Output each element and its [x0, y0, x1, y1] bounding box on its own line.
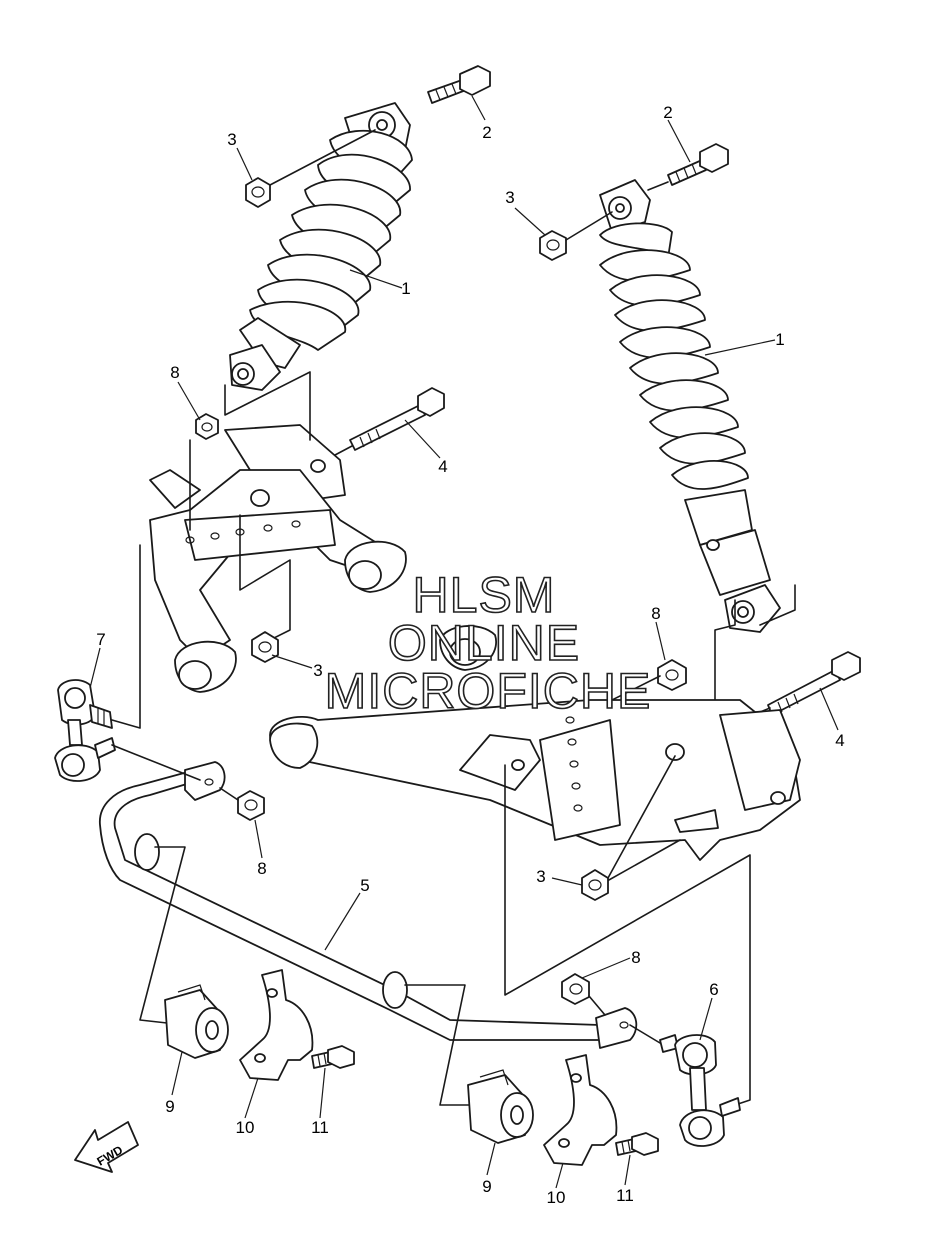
callout-4-bolt-long-left: 4 — [438, 457, 447, 476]
callout-10-bracket-left: 10 — [236, 1118, 255, 1137]
callout-8-nut-left-upper: 8 — [170, 363, 179, 382]
callout-8-nut-right-upper: 8 — [651, 604, 660, 623]
bushing-right — [467, 1069, 534, 1144]
watermark-line-3: MICROFICHE — [325, 663, 652, 719]
callout-4-bolt-long-right: 4 — [835, 731, 844, 750]
fwd-arrow-icon: FWD — [74, 1121, 139, 1173]
nut-upper-right — [539, 230, 567, 261]
bracket-right — [543, 1054, 618, 1166]
callout-2-bolt-upper-left: 2 — [482, 123, 491, 142]
leader-lines — [89, 95, 839, 1189]
callout-11-bolt-right: 11 — [616, 1186, 634, 1205]
nut-8-left-upper — [195, 413, 219, 440]
callout-8-nut-right-lower: 8 — [631, 948, 640, 967]
callout-3-nut-upper-right: 3 — [505, 188, 514, 207]
callout-2-bolt-upper-right: 2 — [663, 103, 672, 122]
callout-3-nut-mid-left: 3 — [313, 661, 322, 680]
nut-8-right-upper — [657, 659, 687, 691]
callout-11-bolt-left: 11 — [311, 1118, 329, 1137]
nut-8-left-lower — [237, 790, 265, 821]
watermark-line-2: ONLINE — [388, 615, 580, 671]
callout-5-stabilizer: 5 — [360, 876, 369, 895]
bracket-left — [239, 969, 314, 1081]
bolt-11-left — [311, 1045, 355, 1069]
bolt-upper-right — [667, 143, 729, 186]
stabilizer-bar — [99, 761, 638, 1049]
swing-arm-right — [269, 625, 801, 861]
nut-8-right-lower — [561, 973, 590, 1005]
callout-9-bushing-right: 9 — [482, 1177, 491, 1196]
nut-mid-right — [581, 869, 609, 901]
nut-upper-left — [245, 177, 271, 208]
callout-8-nut-left-lower: 8 — [257, 859, 266, 878]
callout-3-nut-mid-right: 3 — [536, 867, 545, 886]
stabilizer-link-left — [54, 679, 116, 782]
bolt-upper-left — [427, 65, 491, 104]
bushing-left — [164, 984, 229, 1059]
shock-absorber-left — [229, 102, 413, 391]
callout-3-nut-upper-left: 3 — [227, 130, 236, 149]
bolt-long-left — [349, 387, 445, 451]
callout-9-bushing-left: 9 — [165, 1097, 174, 1116]
nut-mid-left — [251, 631, 279, 663]
watermark: HLSM ONLINE MICROFICHE — [324, 566, 652, 720]
bolt-11-right — [615, 1132, 659, 1156]
watermark-line-1: HLSM — [413, 567, 556, 623]
callout-7-link-left: 7 — [96, 630, 105, 649]
shock-absorber-right — [599, 179, 781, 633]
callout-6-link-right: 6 — [709, 980, 718, 999]
stabilizer-link-right — [659, 1034, 741, 1147]
bolt-long-right — [767, 651, 861, 716]
callout-1-shock-right: 1 — [775, 330, 784, 349]
callout-1-shock-left: 1 — [401, 279, 410, 298]
callout-10-bracket-right: 10 — [547, 1188, 566, 1207]
swing-arm-left — [149, 424, 407, 693]
